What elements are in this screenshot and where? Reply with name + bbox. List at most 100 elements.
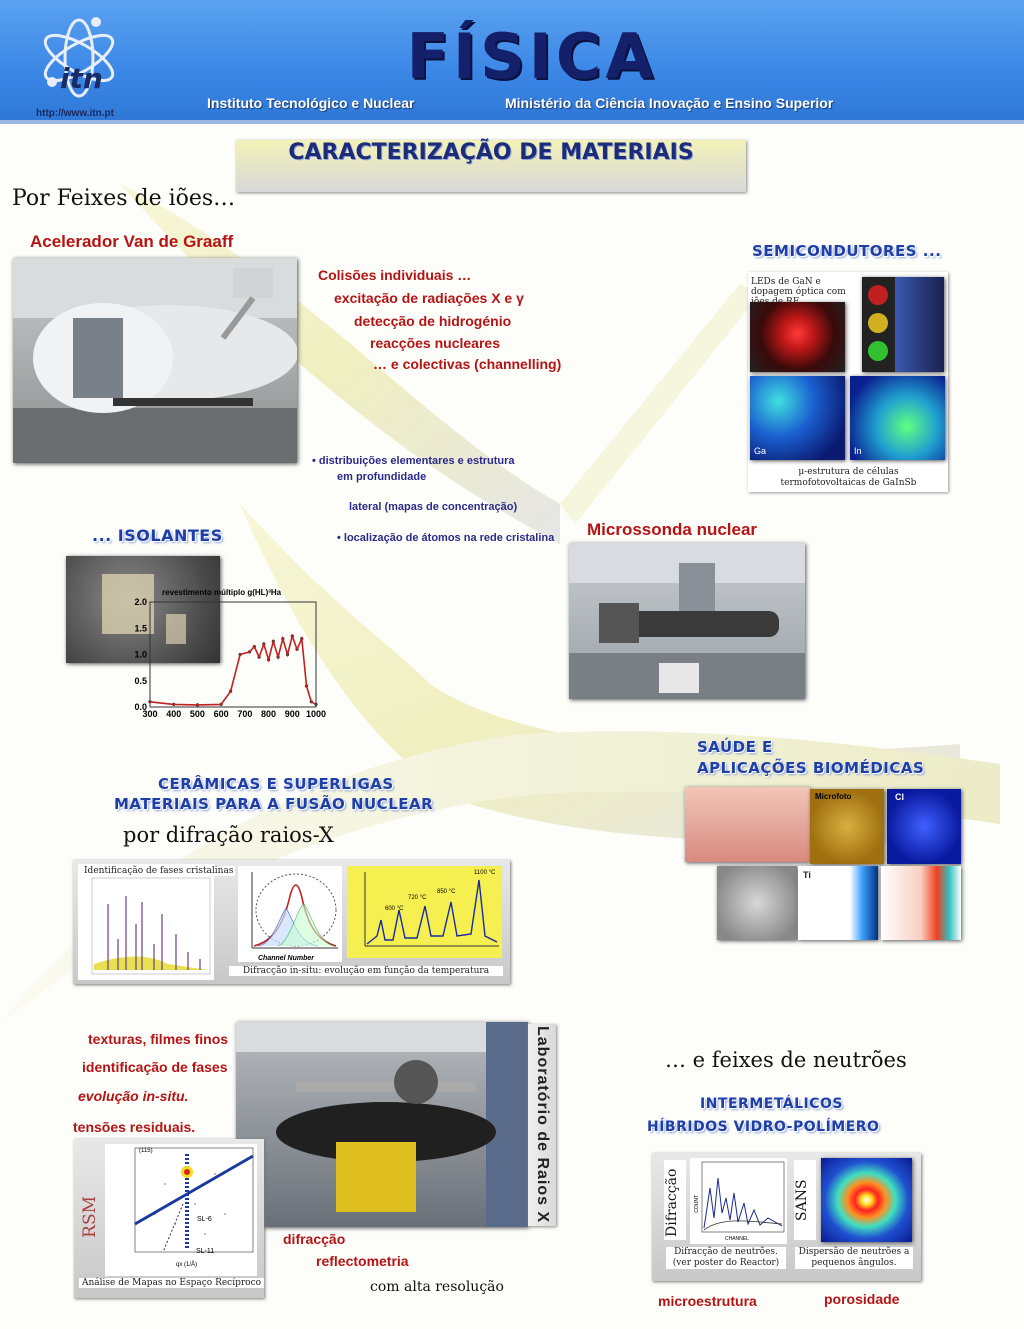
ion-beams-heading: Por Feixes de iões… [12, 186, 236, 211]
lab-vertical-label: Laboratório de Raios X [534, 1025, 551, 1224]
micro-caption: μ-estrutura de células termofotovoltaica… [780, 467, 917, 488]
cell-micrograph [717, 866, 797, 940]
bullet-1b: em profundidade [337, 471, 427, 483]
rsm-map [105, 1144, 257, 1276]
lab-item-1: texturas, filmes finos [88, 1031, 229, 1047]
rsm-peak-115: (115) [139, 1148, 153, 1154]
page-title: FÍSICA [406, 20, 658, 93]
diffraction-label-box [664, 1160, 686, 1240]
sans-caption: Dispersão de neutrões a pequenos ângulos… [795, 1247, 913, 1269]
x-tick-label: 1000 [306, 709, 326, 719]
main-banner: CARACTERIZAÇÃO DE MATERIAIS [236, 140, 746, 192]
chart-series-line [149, 633, 317, 706]
diffraction-vertical: Difracção [664, 1168, 680, 1238]
neutron-diffraction-plot [690, 1158, 787, 1244]
health-title-1: SAÚDE E [697, 738, 773, 756]
logo-text: itn [60, 62, 103, 95]
institute-name: Instituto Tecnológico e Nuclear [207, 95, 415, 111]
insitu-caption: Difracção in-situ: evolução em função da… [229, 966, 503, 976]
in-map-image [850, 376, 945, 460]
ga-map-image [750, 376, 845, 460]
y-tick-label: 0.0 [134, 702, 147, 712]
accelerator-photo [13, 258, 297, 463]
diffraction-caption: Difracção de neutrões. (ver poster do Re… [666, 1247, 786, 1269]
peak-xlabel: Channel Number [258, 955, 315, 962]
x-tick-label: 300 [142, 709, 157, 719]
x-tick-label: 600 [214, 709, 229, 719]
rsm-peak-sl6: SL-6 [197, 1216, 212, 1223]
xray-lab-photo [236, 1022, 528, 1227]
temp-850: 850 °C [437, 889, 456, 895]
rsm-xlabel: qx (1/Å) [176, 1262, 198, 1268]
header-rule [0, 120, 1024, 124]
accelerator-title: Acelerador Van de Graaff [30, 232, 234, 251]
y-tick-label: 1.5 [134, 623, 147, 633]
lab-item-3: evolução in-situ. [78, 1088, 189, 1104]
tech-reflectometry: reflectometria [316, 1253, 409, 1269]
skin-diagram [685, 787, 810, 862]
cl-map-image [887, 789, 961, 864]
chart-frame [149, 601, 317, 708]
tech-diffraction: difracção [283, 1231, 346, 1247]
temp-600: 600 °C [385, 906, 404, 912]
in-label: In [854, 446, 862, 456]
microprobe-photo [569, 543, 805, 699]
chart-title: revestimento múltiplo g(HL)³Ha [162, 588, 282, 597]
hybrids-title: HÍBRIDOS VIDRO-POLÍMERO [647, 1119, 880, 1135]
ti-label: Ti [803, 870, 811, 880]
traffic-light-photo [862, 277, 944, 372]
sans-pattern [821, 1158, 912, 1242]
channel-label: CHANNEL [725, 1236, 749, 1242]
x-tick-label: 900 [285, 709, 300, 719]
bullet-2: lateral (mapas de concentração) [349, 501, 518, 513]
ceramics-title-2: MATERIAIS PARA A FUSÃO NUCLEAR [114, 795, 434, 813]
porosidade-label: porosidade [824, 1291, 900, 1307]
lab-item-4: tensões residuais. [73, 1119, 196, 1135]
sans-vertical: SANS [794, 1179, 810, 1221]
y-tick-label: 0.5 [134, 676, 147, 686]
sans-label-box [794, 1160, 816, 1240]
header-url[interactable]: http://www.itn.pt [36, 108, 114, 119]
insulators-title: ... ISOLANTES [92, 526, 223, 545]
cl-label: Cl [895, 792, 904, 802]
peak-fit-plot [238, 866, 342, 962]
ion-line-3: detecção de hidrogénio [354, 313, 512, 329]
ion-line-5: … e colectivas (channelling) [373, 356, 562, 372]
high-resolution: com alta resolução [370, 1279, 504, 1295]
health-title-2: APLICAÇÕES BIOMÉDICAS [697, 759, 925, 777]
lab-vertical-banner [528, 1024, 556, 1226]
x-tick-label: 700 [237, 709, 252, 719]
atom-logo-icon [43, 17, 115, 98]
microprobe-title: Microssonda nuclear [587, 520, 758, 539]
insitu-plot [347, 866, 502, 958]
x-tick-label: 800 [261, 709, 276, 719]
led-photo [750, 302, 845, 372]
phase-pattern [78, 864, 214, 980]
x-tick-label: 400 [166, 709, 181, 719]
intermetallic-title: INTERMETÁLICOS [700, 1096, 844, 1112]
semiconductors-title: SEMICONDUTORES ... [752, 242, 942, 260]
microfoto-image [810, 789, 884, 864]
bullet-3: • localização de átomos na rede cristali… [337, 532, 555, 544]
crystal-photo [66, 556, 220, 663]
y-tick-label: 1.0 [134, 650, 147, 660]
ti-map-image [798, 866, 878, 940]
ion-line-4: reacções nucleares [370, 335, 500, 351]
x-tick-label: 500 [190, 709, 205, 719]
phase-caption: Identificação de fases cristalinas [82, 866, 236, 876]
y-tick-label: 2.0 [134, 597, 147, 607]
temp-1100: 1100 °C [474, 870, 496, 876]
rsm-label: RSM [80, 1196, 100, 1238]
ceramics-title-1: CERÂMICAS E SUPERLIGAS [158, 775, 394, 793]
header-bar [0, 0, 1024, 120]
ion-line-2: excitação de radiações X e γ [334, 290, 524, 306]
xray-heading: por difração raios-X [123, 823, 334, 847]
microestrutura-label: microestrutura [658, 1293, 757, 1309]
color-map-image [881, 866, 961, 940]
microfoto-label: Microfoto [815, 792, 852, 801]
ministry-name: Ministério da Ciência Inovação e Ensino … [505, 95, 834, 111]
rsm-peak-sl11: SL-11 [196, 1248, 215, 1255]
temp-720: 720 °C [408, 895, 427, 901]
neutrons-heading: … e feixes de neutrões [665, 1048, 907, 1072]
lab-item-2: identificação de fases [82, 1059, 228, 1075]
